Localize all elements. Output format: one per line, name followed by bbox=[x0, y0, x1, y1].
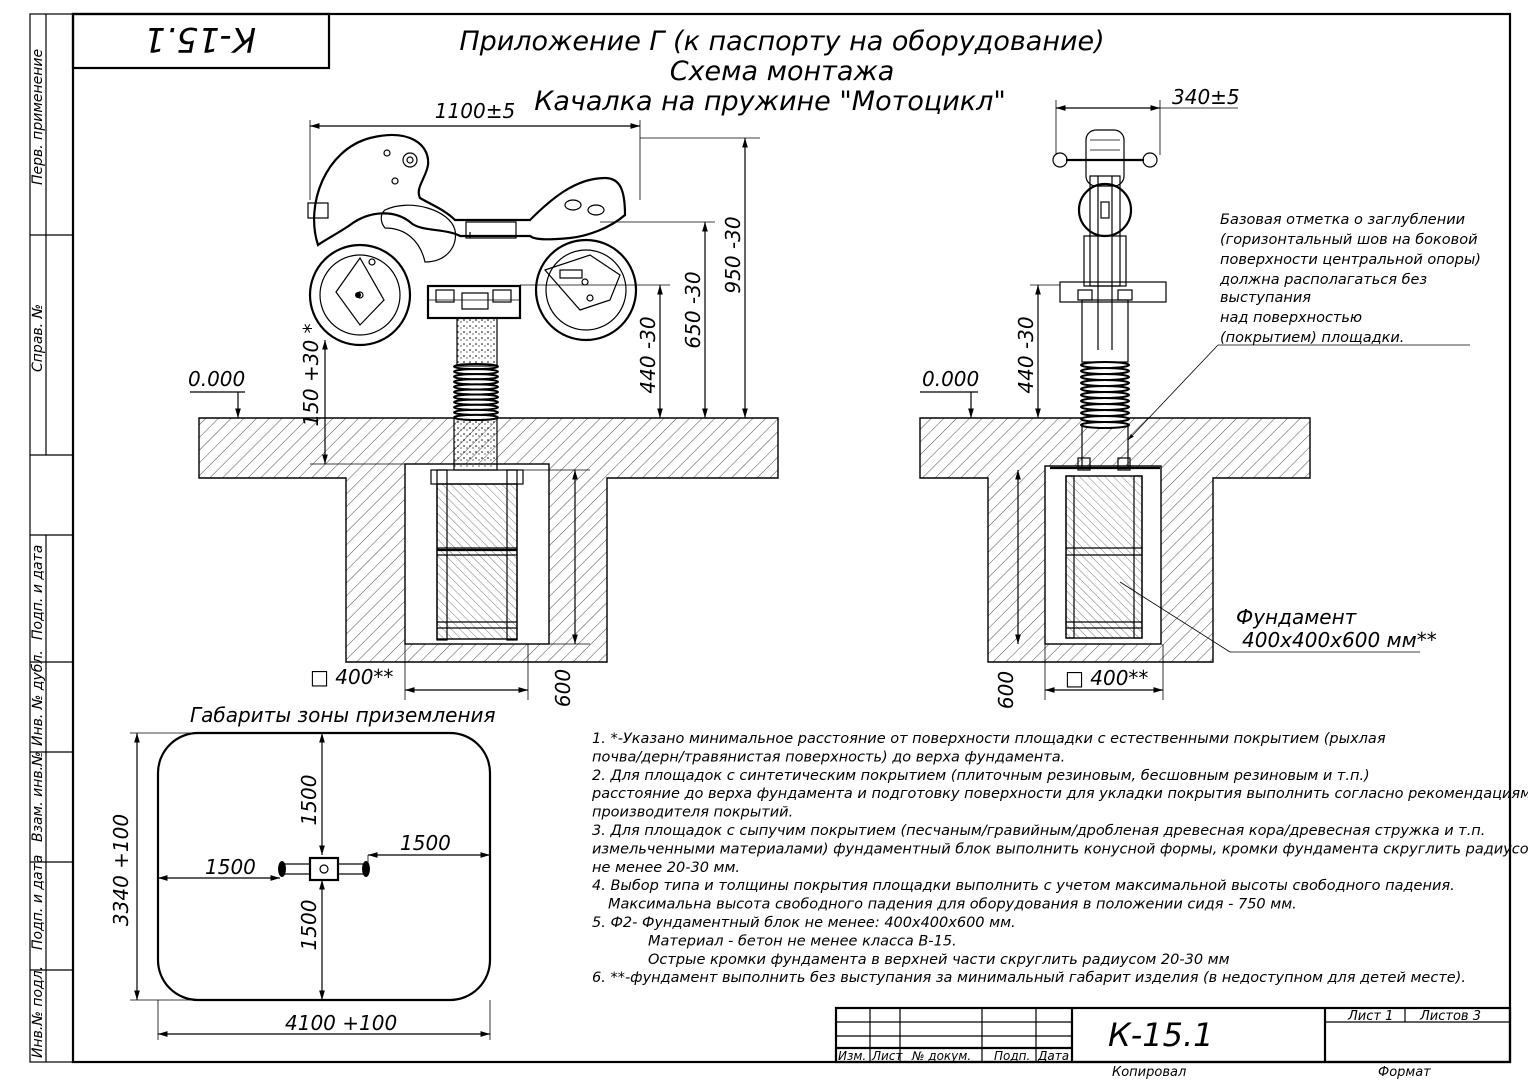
side-label-podp-data-1: Подп. и дата bbox=[30, 545, 46, 640]
zone-dim-bottom: 1500 bbox=[297, 900, 321, 951]
front-spring bbox=[453, 363, 499, 422]
front-dim-650: 650 -30 bbox=[681, 271, 705, 348]
title-line-1: Приложение Г (к паспорту на оборудование… bbox=[459, 26, 1104, 57]
zone-title: Габариты зоны приземления bbox=[190, 703, 496, 727]
front-dim-440: 440 -30 bbox=[636, 316, 660, 393]
side-label-inv-podl: Инв.№ подл. bbox=[30, 966, 46, 1058]
side-dim-400: □ 400** bbox=[1065, 666, 1148, 690]
zone-equipment-plan bbox=[278, 856, 370, 882]
tb-header-list: Лист bbox=[871, 1049, 903, 1063]
front-level: 0.000 bbox=[188, 367, 245, 391]
front-view: 1100±5 950 -30 650 -30 440 -30 150 +30 *… bbox=[188, 99, 779, 707]
note-line: Материал - бетон не менее класса В-15. bbox=[648, 933, 957, 949]
tb-header-data: Дата bbox=[1037, 1049, 1069, 1063]
note-line: производителя покрытий. bbox=[592, 805, 793, 821]
front-dim-width: 1100±5 bbox=[435, 99, 515, 123]
note-line: 2. Для площадок с синтетическим покрытие… bbox=[592, 768, 1370, 784]
base-note-line-1: Базовая отметка о заглублении bbox=[1220, 212, 1465, 228]
side-dim-width: 340±5 bbox=[1172, 85, 1240, 109]
note-line: 6. **-фундамент выполнить без выступания… bbox=[592, 970, 1466, 986]
note-line: измельченными материалами) фундаментный … bbox=[592, 841, 1528, 857]
zone-dim-left: 1500 bbox=[205, 855, 256, 879]
note-line: Максимальна высота свободного падения дл… bbox=[608, 897, 1297, 913]
title-line-3: Качалка на пружине "Мотоцикл" bbox=[534, 86, 1006, 117]
zone-dim-height: 3340 +100 bbox=[109, 814, 133, 926]
top-stamp: К-15.1 bbox=[71, 12, 331, 70]
base-note-line-6: над поверхностью bbox=[1220, 310, 1362, 326]
front-dim-150: 150 +30 * bbox=[299, 323, 323, 426]
spring-coil bbox=[453, 413, 499, 422]
notes: 1. *-Указано минимальное расстояние от п… bbox=[591, 731, 1528, 986]
zone-dim-top: 1500 bbox=[297, 775, 321, 826]
sheet-frame bbox=[29, 12, 1512, 1064]
base-note-line-4: должна располагаться без bbox=[1219, 272, 1427, 288]
tb-header-podp: Подп. bbox=[994, 1049, 1030, 1063]
side-view: 340±5 440 -30 0.000 600 □ 400** Базовая … bbox=[919, 85, 1481, 709]
base-note-line-7: (покрытием) площадки. bbox=[1220, 330, 1404, 346]
side-label-vzam-inv: Взам. инв.№ bbox=[30, 751, 46, 842]
base-note: Базовая отметка о заглублении (горизонта… bbox=[1127, 212, 1481, 441]
foundation-label-1: Фундамент bbox=[1236, 605, 1358, 629]
tb-header-dokum: № докум. bbox=[911, 1049, 971, 1063]
front-dim-600: 600 bbox=[551, 669, 575, 707]
top-stamp-code: К-15.1 bbox=[144, 19, 256, 59]
front-dim-950: 950 -30 bbox=[721, 216, 745, 293]
side-level: 0.000 bbox=[922, 367, 979, 391]
base-note-line-2: (горизонтальный шов на боковой bbox=[1220, 232, 1478, 248]
note-line: Острые кромки фундамента в верхней части… bbox=[648, 952, 1230, 968]
title-line-2: Схема монтажа bbox=[670, 56, 895, 87]
tb-sheet: Лист 1 bbox=[1347, 1009, 1393, 1024]
base-note-line-3: поверхности центральной опоры) bbox=[1220, 252, 1481, 268]
zone-dim-width: 4100 +100 bbox=[285, 1011, 397, 1035]
side-dim-440: 440 -30 bbox=[1014, 316, 1038, 393]
title-block: Изм. Лист № докум. Подп. Дата К-15.1 Лис… bbox=[834, 1006, 1512, 1080]
side-label-perv-primenenie: Перв. применение bbox=[30, 49, 46, 185]
tb-format: Формат bbox=[1378, 1065, 1431, 1080]
note-line: почва/дерн/травянистая поверхность) до в… bbox=[592, 749, 1065, 765]
side-label-inv-dubl: Инв. № дубл. bbox=[30, 650, 46, 746]
spring-coil bbox=[1080, 421, 1130, 429]
note-line: расстояние до верха фундамента и подгото… bbox=[591, 786, 1528, 802]
foundation-label-2: 400x400x600 мм** bbox=[1242, 628, 1437, 652]
note-line: 5. Ф2- Фундаментный блок не менее: 400x4… bbox=[592, 915, 1016, 931]
note-line: 3. Для площадок с сыпучим покрытием (пес… bbox=[592, 823, 1485, 839]
side-spring bbox=[1080, 361, 1130, 429]
side-label-sprav-no: Справ. № bbox=[30, 304, 46, 372]
front-dim-400: □ 400** bbox=[310, 665, 393, 689]
base-note-line-5: выступания bbox=[1220, 290, 1311, 306]
landing-zone: Габариты зоны приземления 3340 +100 4100… bbox=[109, 703, 496, 1040]
zone-dim-right: 1500 bbox=[400, 831, 451, 855]
tb-code: К-15.1 bbox=[1108, 1016, 1214, 1054]
side-label-podp-data-2: Подп. и дата bbox=[30, 855, 46, 950]
note-line: не менее 20-30 мм. bbox=[592, 860, 740, 876]
side-dim-600: 600 bbox=[994, 671, 1018, 709]
tb-header-izm: Изм. bbox=[838, 1049, 866, 1063]
note-line: 1. *-Указано минимальное расстояние от п… bbox=[592, 731, 1386, 747]
tb-copied: Копировал bbox=[1112, 1065, 1186, 1080]
note-line: 4. Выбор типа и толщины покрытия площадк… bbox=[592, 878, 1455, 894]
tb-sheets: Листов 3 bbox=[1419, 1009, 1481, 1024]
